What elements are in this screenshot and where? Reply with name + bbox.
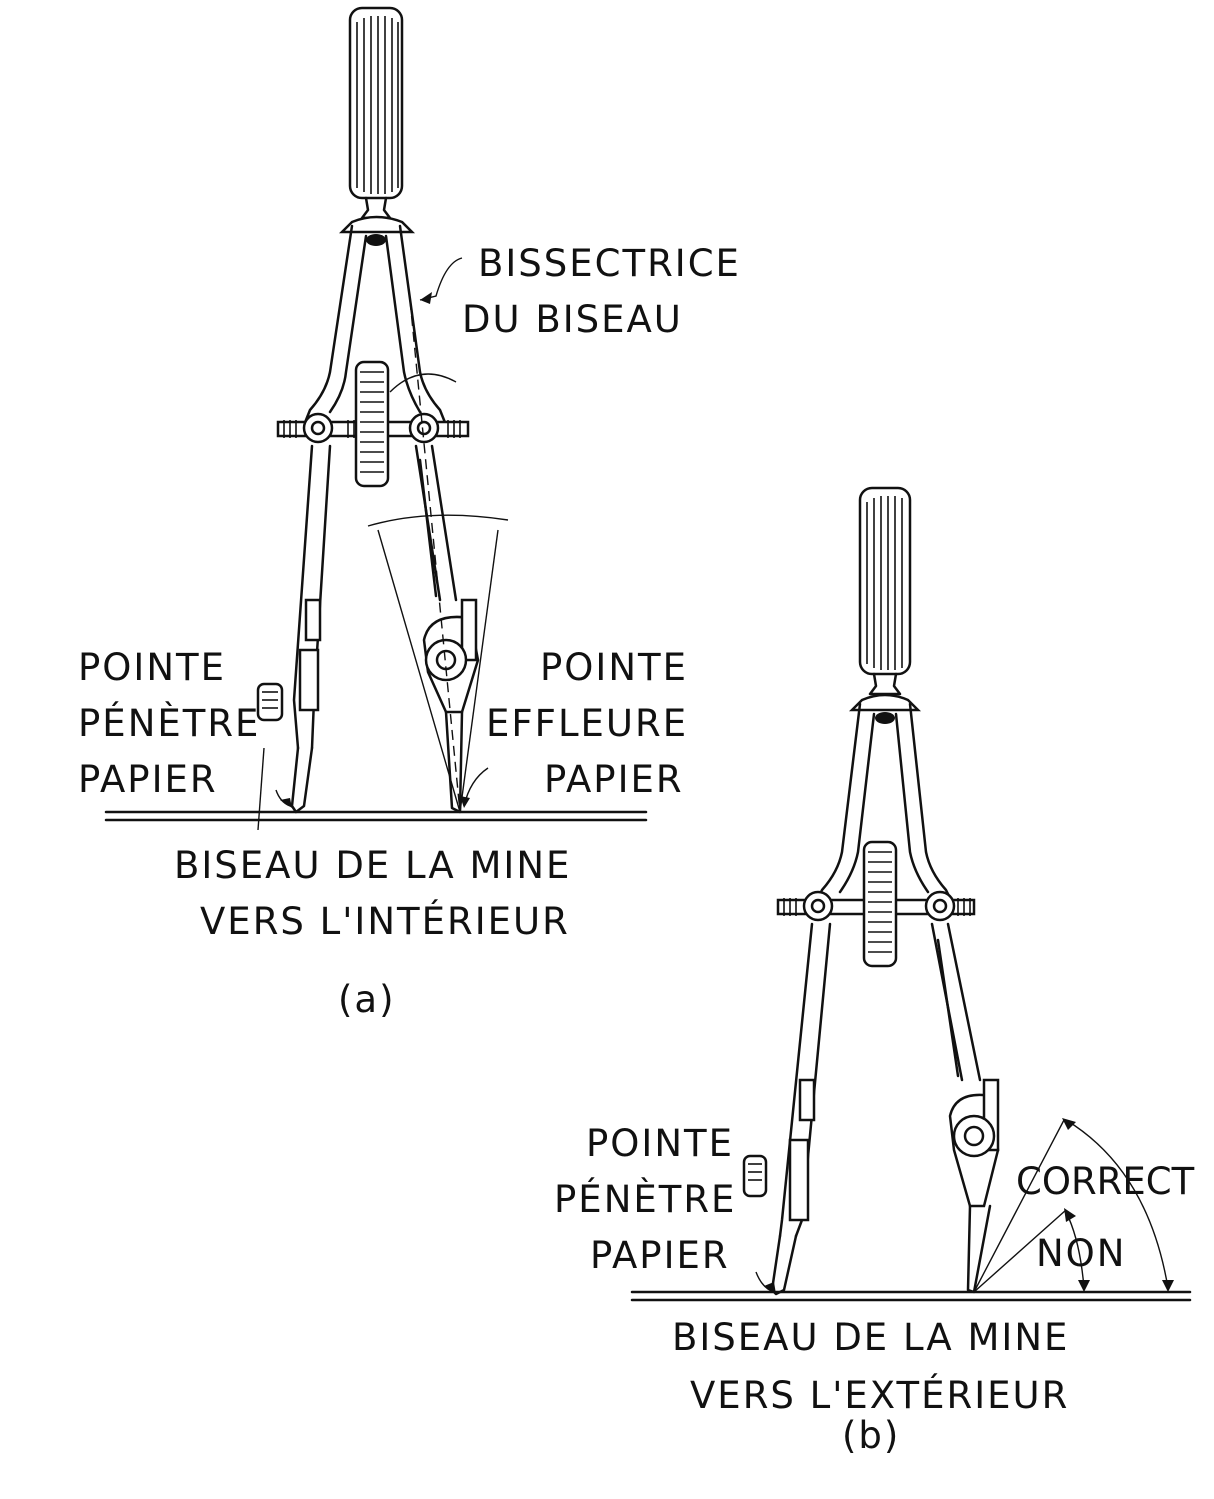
- adjustment-wheel-b: [868, 851, 892, 953]
- knurled-handle-a: [356, 16, 399, 194]
- figure-b: POINTE PÉNÈTRE PAPIER CORRECT NON BISEAU…: [554, 486, 1195, 1457]
- figure-a-label: (a): [338, 978, 396, 1021]
- left-note-a-line3: PAPIER: [78, 758, 218, 801]
- left-note-b-line1: POINTE: [586, 1122, 734, 1165]
- compass-b: [630, 486, 1192, 1302]
- left-note-b-line3: PAPIER: [590, 1234, 730, 1277]
- caption-a-line2: VERS L'INTÉRIEUR: [200, 899, 570, 943]
- left-note-a-line2: PÉNÈTRE: [78, 701, 260, 745]
- figure-b-label: (b): [842, 1414, 900, 1457]
- bisector-label-line1: BISSECTRICE: [478, 242, 741, 285]
- screw-threads-b: [783, 898, 971, 916]
- right-note-a-line1: POINTE: [540, 646, 688, 689]
- non-label: NON: [1036, 1232, 1126, 1275]
- right-note-a-line3: PAPIER: [544, 758, 684, 801]
- knurled-handle-b: [866, 496, 903, 670]
- left-note-b-line2: PÉNÈTRE: [554, 1177, 736, 1221]
- bisector-label-line2: DU BISEAU: [462, 298, 683, 341]
- right-note-a-line2: EFFLEURE: [486, 702, 688, 745]
- caption-b-line1: BISEAU DE LA MINE: [672, 1316, 1069, 1359]
- figure-a: BISSECTRICE DU BISEAU POINTE PÉNÈTRE PAP…: [78, 6, 741, 1021]
- caption-b-line2: VERS L'EXTÉRIEUR: [690, 1373, 1069, 1417]
- compass-a: [104, 6, 648, 822]
- left-note-a-line1: POINTE: [78, 646, 226, 689]
- correct-label: CORRECT: [1016, 1160, 1195, 1203]
- caption-a-line1: BISEAU DE LA MINE: [174, 844, 571, 887]
- adjustment-wheel-a: [360, 371, 384, 473]
- screw-threads-a: [283, 420, 461, 438]
